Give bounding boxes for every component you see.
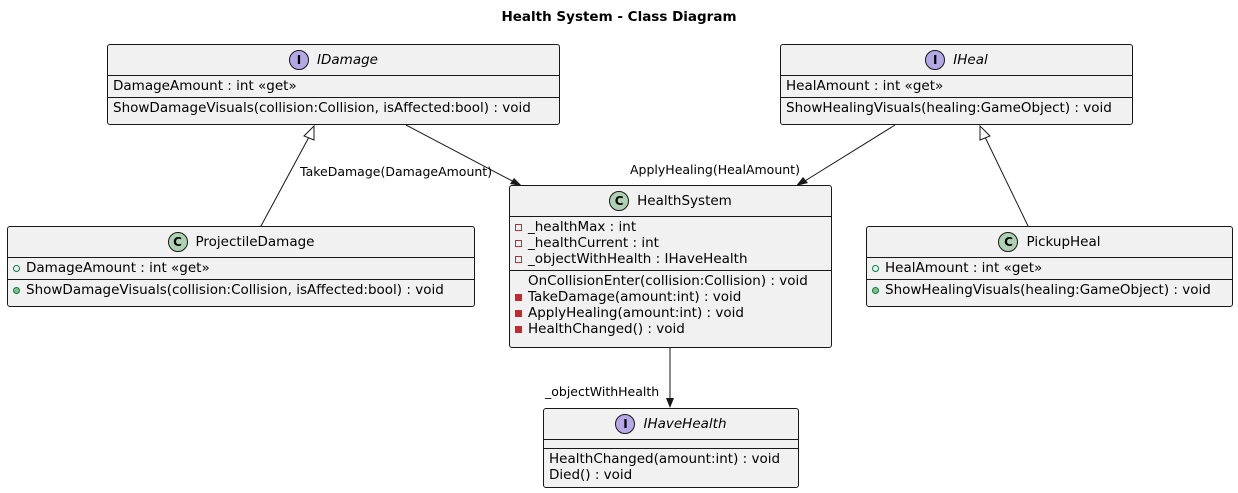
- inherit-arrowhead-iheal: [979, 124, 991, 141]
- fields-section: [544, 440, 798, 448]
- assoc-line-applyhealing: [799, 124, 896, 185]
- field: HealAmount : int «get»: [786, 78, 944, 94]
- class-header: I IHeal: [781, 45, 1132, 76]
- field: _healthCurrent : int: [528, 235, 659, 251]
- method: HealthChanged(amount:int) : void: [549, 451, 781, 467]
- class-name: HealthSystem: [637, 193, 732, 209]
- class-name: IDamage: [317, 52, 378, 68]
- method: ApplyHealing(amount:int) : void: [528, 305, 744, 321]
- class-box-iheal: I IHeal HealAmount : int «get» ShowHeali…: [780, 44, 1133, 125]
- methods-section: ShowHealingVisuals(healing:GameObject) :…: [867, 279, 1232, 301]
- class-box-pickupheal: C PickupHeal HealAmount : int «get» Show…: [866, 226, 1233, 307]
- class-icon: C: [609, 191, 630, 211]
- methods-section: HealthChanged(amount:int) : void Died() …: [544, 448, 798, 486]
- class-header: C HealthSystem: [510, 186, 831, 217]
- method: ShowHealingVisuals(healing:GameObject) :…: [786, 100, 1112, 116]
- public-field-icon: [872, 264, 879, 272]
- method: TakeDamage(amount:int) : void: [528, 289, 742, 305]
- assoc-arrowhead-applyhealing: [796, 177, 808, 186]
- field: HealAmount : int «get»: [885, 260, 1043, 276]
- fields-section: DamageAmount : int «get»: [108, 76, 559, 97]
- public-field-icon: [13, 264, 20, 272]
- field: DamageAmount : int «get»: [113, 78, 297, 94]
- public-method-icon: [13, 286, 20, 294]
- assoc-arrowhead-objectwithhealth: [666, 398, 674, 408]
- fields-section: _healthMax : int _healthCurrent : int _o…: [510, 217, 831, 270]
- methods-section: ShowDamageVisuals(collision:Collision, i…: [8, 279, 474, 301]
- interface-icon: I: [925, 50, 946, 70]
- inherit-line-projectiledamage-idamage: [260, 136, 310, 227]
- field: _objectWithHealth : IHaveHealth: [528, 251, 748, 267]
- fields-section: HealAmount : int «get»: [867, 258, 1232, 279]
- class-box-idamage: I IDamage DamageAmount : int «get» ShowD…: [107, 44, 560, 125]
- private-method-icon: [515, 293, 522, 301]
- private-method-icon: [515, 309, 522, 317]
- class-header: I IHaveHealth: [544, 409, 798, 440]
- method: Died() : void: [549, 467, 633, 483]
- assoc-arrowhead-takedamage: [510, 178, 522, 186]
- class-name: PickupHeal: [1026, 234, 1101, 250]
- class-header: I IDamage: [108, 45, 559, 76]
- diagram-title: Health System - Class Diagram: [501, 9, 737, 25]
- method: ShowDamageVisuals(collision:Collision, i…: [26, 282, 444, 298]
- interface-icon: I: [289, 50, 310, 70]
- fields-section: HealAmount : int «get»: [781, 76, 1132, 97]
- method: ShowHealingVisuals(healing:GameObject) :…: [885, 282, 1211, 298]
- class-name: IHaveHealth: [643, 416, 727, 432]
- methods-section: OnCollisionEnter(collision:Collision) : …: [510, 270, 831, 340]
- relation-label-objectwithhealth: _objectWithHealth: [545, 384, 660, 399]
- methods-section: ShowDamageVisuals(collision:Collision, i…: [108, 97, 559, 119]
- relation-label-applyhealing: ApplyHealing(HealAmount): [630, 162, 800, 177]
- method: OnCollisionEnter(collision:Collision) : …: [528, 273, 808, 289]
- class-box-healthsystem: C HealthSystem _healthMax : int _healthC…: [509, 185, 832, 348]
- class-name: IHeal: [953, 52, 988, 68]
- class-name: ProjectileDamage: [195, 234, 315, 250]
- class-box-ihavehealth: I IHaveHealth HealthChanged(amount:int) …: [543, 408, 799, 488]
- private-method-icon: [515, 325, 522, 333]
- assoc-line-takedamage: [405, 124, 519, 185]
- fields-section: DamageAmount : int «get»: [8, 258, 474, 279]
- class-icon: C: [998, 232, 1019, 252]
- method: ShowDamageVisuals(collision:Collision, i…: [113, 100, 531, 116]
- relation-label-takedamage: TakeDamage(DamageAmount): [300, 164, 493, 179]
- inherit-line-pickupheal-iheal: [984, 136, 1029, 227]
- class-header: C PickupHeal: [867, 227, 1232, 258]
- methods-section: ShowHealingVisuals(healing:GameObject) :…: [781, 97, 1132, 119]
- field: DamageAmount : int «get»: [26, 260, 210, 276]
- class-header: C ProjectileDamage: [8, 227, 474, 258]
- class-icon: C: [167, 232, 188, 252]
- field: _healthMax : int: [528, 219, 637, 235]
- inherit-arrowhead-idamage: [303, 124, 315, 141]
- private-field-icon: [515, 239, 522, 247]
- method: HealthChanged() : void: [528, 321, 685, 337]
- public-method-icon: [872, 286, 879, 294]
- private-field-icon: [515, 255, 522, 263]
- class-box-projectiledamage: C ProjectileDamage DamageAmount : int «g…: [7, 226, 475, 307]
- interface-icon: I: [615, 414, 636, 434]
- private-field-icon: [515, 223, 522, 231]
